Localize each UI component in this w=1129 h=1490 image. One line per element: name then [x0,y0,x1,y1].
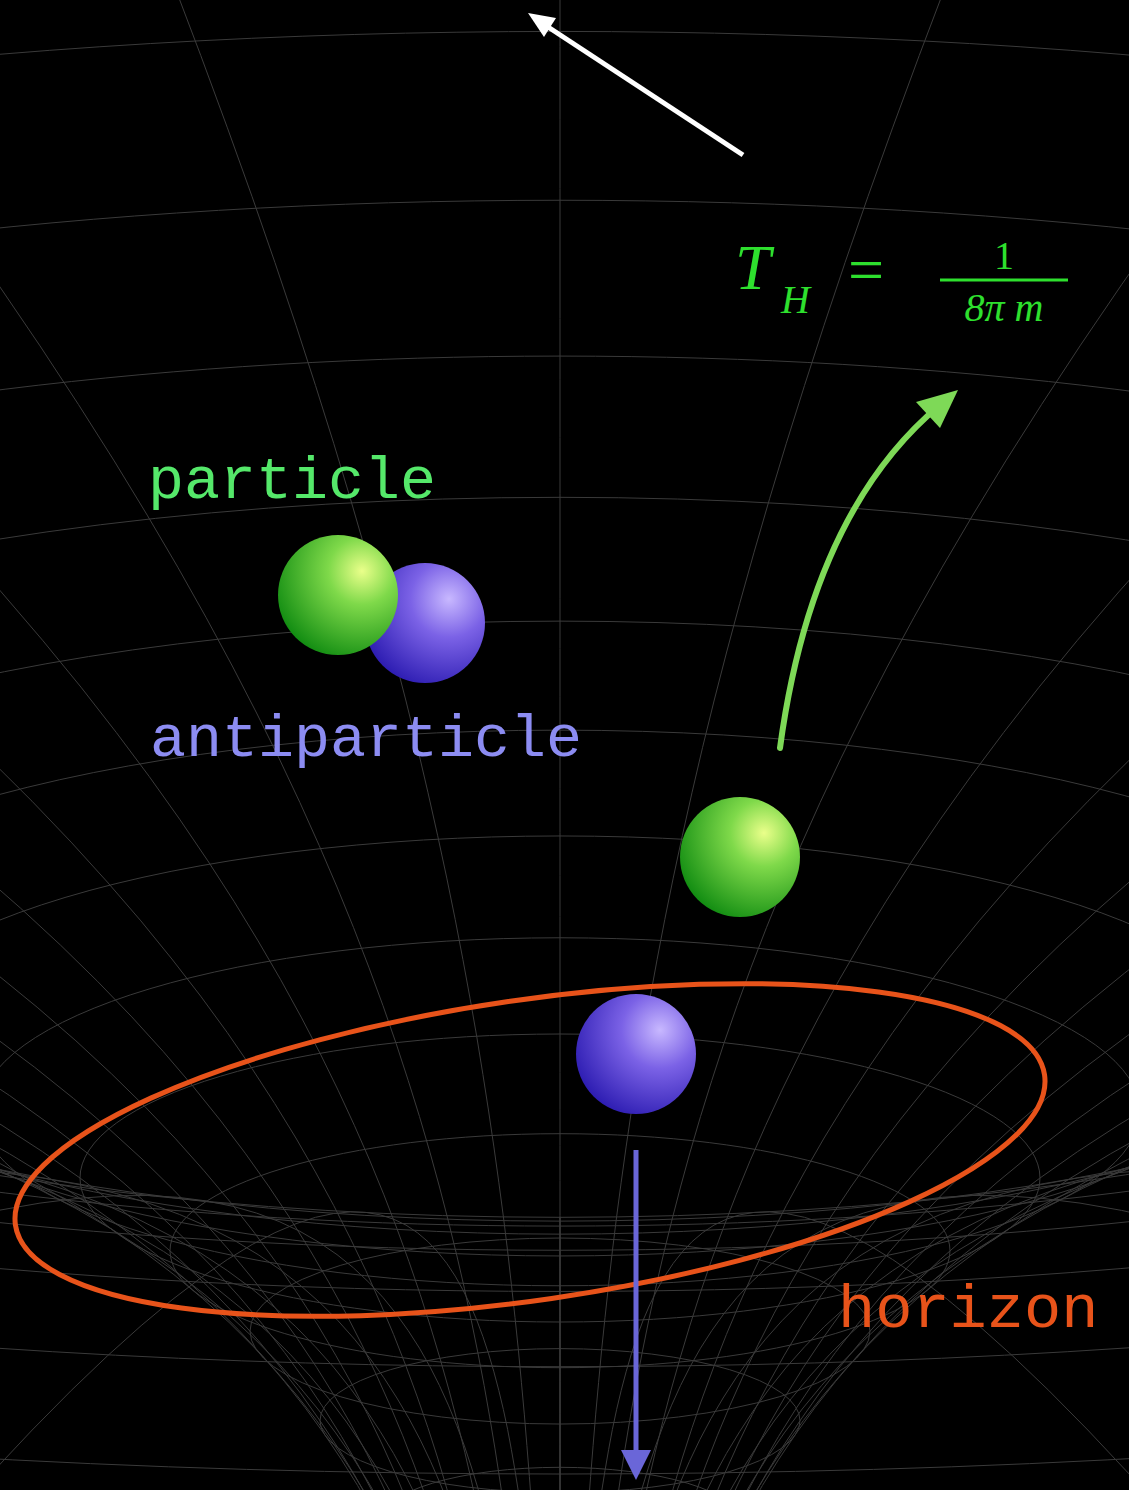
grid-ring [0,621,1129,1221]
grid-line [590,1167,1129,1490]
antiparticle-sphere [576,994,696,1114]
white-arrow [528,13,743,155]
horizon-label: horizon [838,1280,1098,1342]
particle-sphere [680,797,800,917]
grid-line [0,451,500,1490]
particle-label: particle [148,452,436,512]
grid-line [612,0,1129,1490]
grid-ring [0,836,1129,1256]
fraction-denominator: 8π m [965,288,1044,328]
grid-line [570,0,1129,1490]
equals-sign: = [848,238,884,302]
temperature-symbol: T [735,236,771,300]
grid-line [0,1212,550,1490]
grid-line [0,58,504,1490]
grid-line [619,252,1129,1490]
grid-line [581,1196,1129,1490]
grid-line [599,1124,1129,1490]
grid-line [606,0,1129,1490]
fraction-numerator: 1 [994,236,1014,276]
grid-line [0,1167,530,1490]
grid-line [0,1124,521,1490]
fraction-bar [940,279,1068,282]
grid-line [599,0,1129,1490]
particle-sphere [278,535,398,655]
grid-ring [0,938,1129,1286]
grid-ring [0,730,1129,1234]
grid-line [0,1196,540,1490]
grid-line [0,651,501,1490]
antiparticle-label: antiparticle [150,710,582,770]
escape-arrow [780,390,958,748]
grid-line [0,252,501,1490]
infall-arrow [621,1150,651,1480]
grid-line [581,0,1129,1490]
grid-ring [0,0,1129,1367]
grid-ring [0,497,1129,1217]
grid-line [590,0,1129,1490]
grid-line [616,58,1129,1490]
grid-line [620,451,1129,1490]
grid-line [616,842,1129,1490]
temperature-subscript: H [781,280,810,320]
grid-ring [0,200,1129,1250]
grid-line [0,1063,514,1490]
grid-ring [0,356,1129,1226]
grid-ring [0,31,1129,1291]
grid-line [0,842,504,1490]
